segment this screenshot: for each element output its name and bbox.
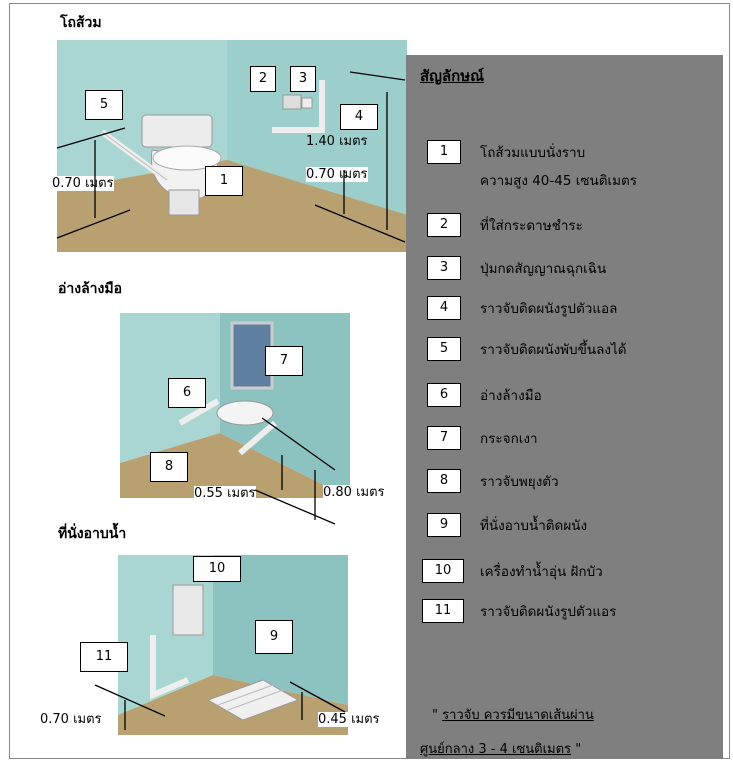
sink-measure-high: 0.80 เมตร <box>323 485 385 500</box>
legend-number-7: 7 <box>427 426 461 450</box>
legend-label-11: ราวจับติดผนังรูปตัวแอร <box>480 604 617 620</box>
legend-note-line2: ศูนย์กลาง 3 - 4 เซนติเมตร " <box>420 738 581 759</box>
legend-number-10: 10 <box>422 559 464 583</box>
marker-8: 8 <box>150 452 188 482</box>
marker-10: 10 <box>193 556 241 582</box>
marker-4: 4 <box>340 104 378 130</box>
legend-number-6: 6 <box>427 383 461 407</box>
legend-label-9: ที่นั่งอาบน้ำติดผนัง <box>480 518 588 534</box>
marker-1: 1 <box>205 166 243 196</box>
legend-label-5: ราวจับติดผนังพับขึ้นลงได้ <box>480 342 627 358</box>
legend-label-7: กระจกเงา <box>480 431 538 447</box>
marker-11: 11 <box>80 642 128 672</box>
shower-scene <box>118 555 348 735</box>
marker-7: 7 <box>265 346 303 376</box>
legend-label-3: ปุ่มกดสัญญาณฉุกเฉิน <box>480 261 607 277</box>
legend-label-8: ราวจับพยุงตัว <box>480 474 559 490</box>
shower-measure-right: 0.45 เมตร <box>318 712 380 727</box>
note-open-quote: " <box>432 708 438 723</box>
legend-panel <box>406 55 723 759</box>
legend-label-10: เครื่องทำน้ำอุ่น ฝักบัว <box>480 564 603 580</box>
legend-note-line1: " ราวจับ ควรมีขนาดเส้นผ่าน <box>432 704 594 725</box>
toilet-section-title: โถส้วม <box>60 15 102 31</box>
legend-label-4: ราวจับติดผนังรูปตัวแอล <box>480 301 618 317</box>
legend-number-1: 1 <box>427 140 461 164</box>
note-text-1: ราวจับ ควรมีขนาดเส้นผ่าน <box>442 708 594 723</box>
sink-measure-low: 0.55 เมตร <box>194 486 256 501</box>
legend-label-2: ที่ใส่กระดาษชำระ <box>480 218 583 234</box>
legend-label-1-line2: ความสูง 40-45 เซนติเมตร <box>480 173 638 189</box>
legend-number-5: 5 <box>427 337 461 361</box>
marker-6: 6 <box>168 378 206 408</box>
legend-label-1: โถส้วมแบบนั่งราบ <box>480 145 586 161</box>
shower-measure-left: 0.70 เมตร <box>40 712 102 727</box>
toilet-measure-low: 0.70 เมตร <box>306 167 368 182</box>
marker-9: 9 <box>255 620 293 654</box>
sink-section-title: อ่างล้างมือ <box>58 281 123 297</box>
toilet-measure-high: 1.40 เมตร <box>306 134 368 149</box>
legend-number-8: 8 <box>427 469 461 493</box>
legend-number-2: 2 <box>427 213 461 237</box>
marker-5: 5 <box>85 90 123 120</box>
legend-number-4: 4 <box>427 296 461 320</box>
note-text-2: ศูนย์กลาง 3 - 4 เซนติเมตร <box>420 742 572 757</box>
note-close-quote: " <box>575 742 582 757</box>
figure-frame <box>9 3 730 759</box>
marker-2: 2 <box>250 66 276 92</box>
shower-section-title: ที่นั่งอาบน้ำ <box>58 526 127 542</box>
legend-label-6: อ่างล้างมือ <box>480 388 542 404</box>
legend-number-9: 9 <box>427 513 461 537</box>
legend-number-3: 3 <box>427 256 461 280</box>
marker-3: 3 <box>290 66 316 92</box>
shower-illustration <box>118 555 348 735</box>
legend-title: สัญลักษณ์ <box>420 67 485 85</box>
toilet-measure-left: 0.70 เมตร <box>52 176 114 191</box>
legend-number-11: 11 <box>422 599 464 623</box>
